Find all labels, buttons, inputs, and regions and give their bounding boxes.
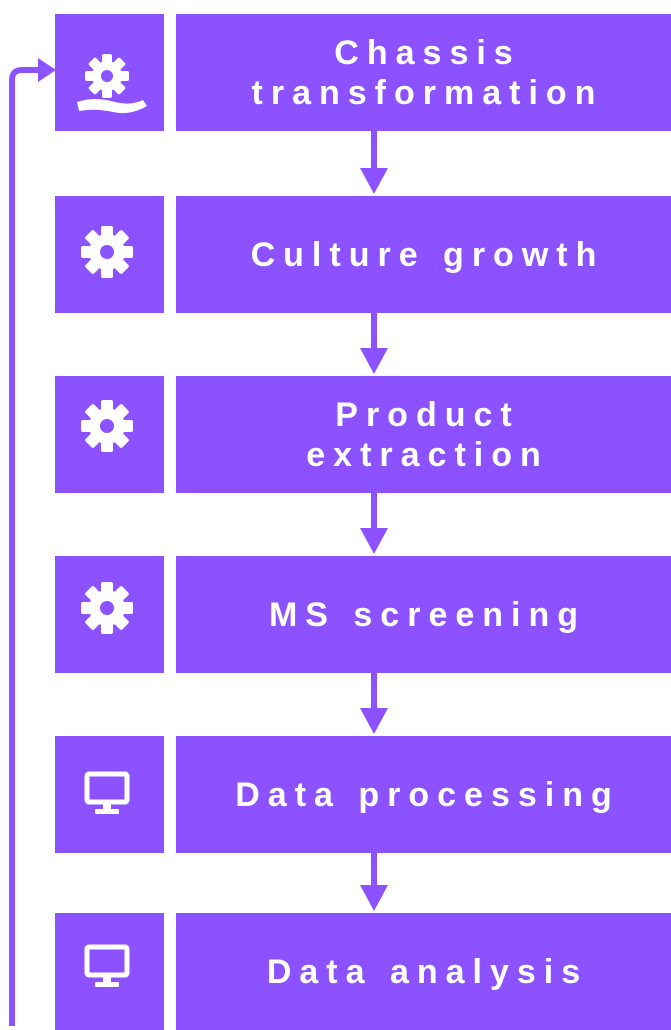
- step-3-label-box: Product extraction: [176, 376, 671, 493]
- gear-icon: [81, 226, 133, 278]
- step-1-label: Chassis transformation: [251, 33, 604, 112]
- gear-icon: [81, 582, 133, 634]
- step-4-label: MS screening: [268, 595, 587, 634]
- gear-hand-icon: [77, 54, 147, 114]
- step-5-label: Data processing: [235, 775, 620, 814]
- monitor-icon: [84, 771, 130, 814]
- step-3-label: Product extraction: [306, 395, 549, 474]
- monitor-icon: [84, 944, 130, 987]
- step-3-icon-box: [55, 376, 164, 493]
- step-2-label-box: Culture growth: [176, 196, 671, 313]
- step-6-icon-box: [55, 913, 164, 1030]
- step-1-label-box: Chassis transformation: [176, 14, 671, 131]
- step-6-label: Data analysis: [266, 952, 589, 991]
- step-2-label: Culture growth: [250, 235, 605, 274]
- gear-icon: [81, 400, 133, 452]
- step-4-icon-box: [55, 556, 164, 673]
- step-2-icon-box: [55, 196, 164, 313]
- step-6-label-box: Data analysis: [176, 913, 671, 1030]
- step-5-label-box: Data processing: [176, 736, 671, 853]
- step-1-icon-box: [55, 14, 164, 131]
- step-5-icon-box: [55, 736, 164, 853]
- step-4-label-box: MS screening: [176, 556, 671, 673]
